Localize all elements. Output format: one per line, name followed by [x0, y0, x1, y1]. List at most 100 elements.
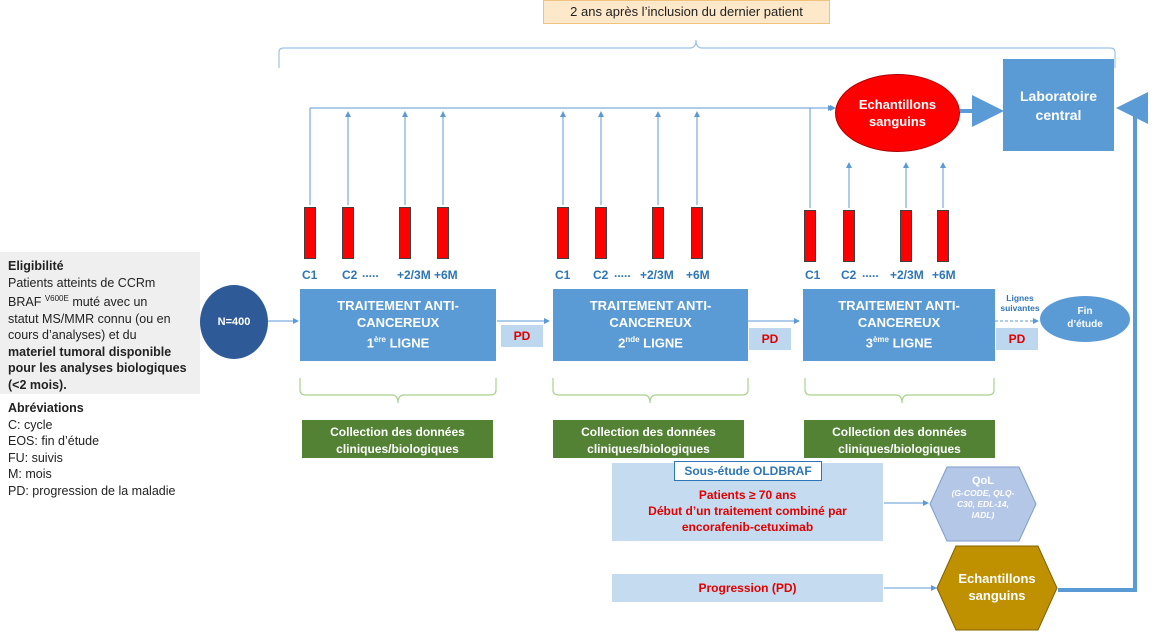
end-of-study-node: Fin d’étude: [1040, 296, 1130, 342]
substudy-text: encorafenib-cetuximab: [681, 520, 814, 534]
treatment-text: TRAITEMENT ANTI-: [589, 298, 712, 313]
pd-box: PD: [996, 328, 1038, 350]
eligibility-panel: Eligibilité Patients atteints de CCRm BR…: [0, 252, 200, 394]
eligibility-line: BRAF V600E muté avec un: [8, 291, 194, 311]
qol-title: QoL: [972, 475, 994, 487]
cycle-bar: [595, 207, 607, 259]
treatment-ligne: LIGNE: [888, 335, 933, 351]
cycle-bar: [937, 210, 949, 262]
collection-text: cliniques/biologiques: [838, 442, 961, 456]
cycle-label: C1: [555, 268, 571, 282]
cycle-bar: [652, 207, 664, 259]
blood-samples-bottom-text: Echantillons sanguins: [936, 570, 1058, 604]
treatment-line-label: 2nde LIGNE: [553, 331, 748, 351]
qol-line: (G-CODE, QLQ-: [951, 488, 1015, 498]
n-node: N=400: [200, 285, 268, 359]
substudy-title: Sous-étude OLDBRAF: [674, 461, 822, 481]
eligibility-title: Eligibilité: [8, 259, 64, 273]
treatment-ligne: LIGNE: [639, 335, 683, 351]
qol-line: IADL): [971, 510, 995, 520]
treatment-sup: ère: [373, 335, 386, 344]
collection-text: cliniques/biologiques: [336, 442, 459, 456]
treatment-text: TRAITEMENT ANTI-: [838, 298, 960, 313]
eligibility-line: Patients atteints de CCRm: [8, 275, 156, 290]
cycle-bar: [804, 210, 816, 262]
substudy-text: Patients ≥ 70 ans: [698, 488, 797, 502]
cycle-label: C2: [841, 268, 857, 282]
cycle-bar: [304, 207, 316, 259]
cycle-dots: .....: [362, 266, 379, 280]
lignes-suivantes-label: Lignes suivantes: [1000, 293, 1040, 313]
treatment-line-3: TRAITEMENT ANTI- CANCEREUX 3ème LIGNE: [803, 289, 995, 361]
collection-text: cliniques/biologiques: [587, 442, 710, 456]
abbreviations: Abréviations C: cycle EOS: fin d’étude F…: [8, 400, 208, 499]
eligibility-bold: materiel tumoral disponible: [8, 344, 172, 359]
abbreviation-item: FU: suivis: [8, 450, 63, 465]
samples-text: Echantillons: [958, 571, 1036, 586]
lignes-text: suivantes: [1000, 303, 1040, 313]
cycle-bar: [900, 210, 912, 262]
cycle-label: +2/3M: [890, 268, 924, 282]
treatment-line-1: TRAITEMENT ANTI- CANCEREUX 1ère LIGNE: [300, 289, 496, 361]
treatment-sup: nde: [625, 335, 640, 344]
lab-text: Laboratoire: [1019, 88, 1097, 104]
abbreviation-item: EOS: fin d’étude: [8, 434, 100, 448]
braf-superscript: V600E: [44, 294, 69, 303]
cycle-label: C2: [593, 268, 609, 282]
samples-text: sanguins: [968, 588, 1026, 603]
fin-text: Fin: [1077, 306, 1093, 317]
cycle-bar: [342, 207, 354, 259]
eligibility-line: statut MS/MMR connu (ou en: [8, 311, 171, 326]
treatment-num: 2: [618, 335, 626, 351]
cycle-label: +6M: [434, 268, 458, 282]
lab-text: central: [1035, 107, 1082, 123]
treatment-text: CANCEREUX: [609, 315, 692, 330]
cycle-bar: [691, 207, 703, 259]
collection-text: Collection des données: [581, 425, 716, 439]
data-collection-box: Collection des données cliniques/biologi…: [553, 420, 744, 458]
cycle-label: +2/3M: [397, 268, 431, 282]
cycle-label: C1: [302, 268, 318, 282]
abbreviation-item: C: cycle: [8, 417, 53, 432]
treatment-sup: ème: [872, 335, 889, 344]
treatment-num: 3: [865, 335, 873, 351]
qol-line: C30, EDL-14,: [957, 499, 1009, 509]
qol-hexagon: [929, 466, 1037, 542]
eligibility-bold: pour les analyses biologiques: [8, 361, 187, 376]
blood-samples-hexagon: [936, 545, 1058, 631]
progression-box: Progression (PD): [612, 574, 883, 602]
cycle-label: C1: [805, 268, 821, 282]
data-collection-box: Collection des données cliniques/biologi…: [804, 420, 995, 458]
cycle-dots: .....: [614, 266, 631, 280]
treatment-ligne: LIGNE: [385, 335, 430, 351]
eligibility-text: muté avec un: [68, 295, 148, 310]
cycle-bar: [843, 210, 855, 262]
cycle-dots: .....: [862, 266, 879, 280]
cycle-bar: [557, 207, 569, 259]
top-banner: 2 ans après l’inclusion du dernier patie…: [543, 0, 830, 24]
treatment-text: CANCEREUX: [857, 315, 941, 330]
collection-text: Collection des données: [832, 425, 967, 439]
blood-samples-node: Echantillons sanguins: [835, 74, 960, 152]
eligibility-text: BRAF: [8, 295, 45, 310]
eligibility-bold: (<2 mois).: [8, 377, 67, 392]
treatment-text: CANCEREUX: [356, 315, 440, 330]
abbreviations-title: Abréviations: [8, 401, 84, 415]
abbreviation-item: PD: progression de la maladie: [8, 483, 176, 498]
substudy-text: Début d’un traitement combiné par: [648, 504, 847, 518]
treatment-text: TRAITEMENT ANTI-: [337, 298, 459, 313]
collection-text: Collection des données: [330, 425, 465, 439]
qol-text: QoL (G-CODE, QLQ- C30, EDL-14, IADL): [929, 474, 1037, 521]
cycle-label: +6M: [686, 268, 710, 282]
eligibility-line: cours d’analyses) et du: [8, 328, 137, 343]
cycle-label: C2: [342, 268, 358, 282]
data-collection-box: Collection des données cliniques/biologi…: [302, 420, 493, 458]
pd-box: PD: [749, 328, 791, 350]
lignes-text: Lignes: [1006, 293, 1034, 303]
treatment-num: 1: [366, 335, 374, 351]
cycle-bar: [437, 207, 449, 259]
treatment-line-label: 3ème LIGNE: [803, 331, 995, 351]
treatment-line-2: TRAITEMENT ANTI- CANCEREUX 2nde LIGNE: [553, 289, 748, 361]
samples-text: sanguins: [868, 114, 927, 129]
